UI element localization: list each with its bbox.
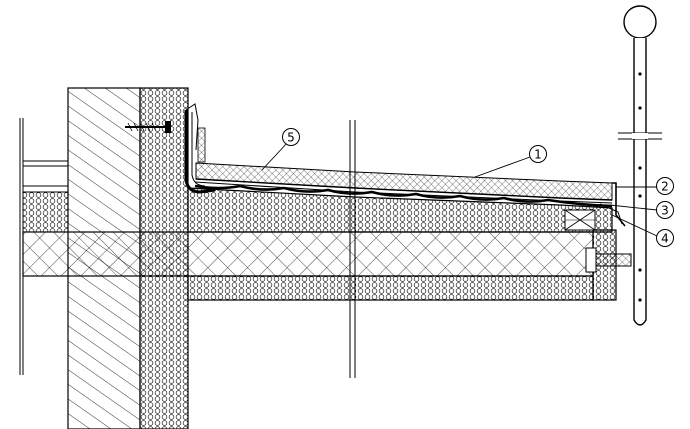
railing-post [618, 5, 662, 326]
svg-text:5: 5 [287, 131, 295, 145]
svg-text:4: 4 [661, 232, 669, 246]
callout-1: 1 [529, 145, 547, 163]
wall-upstand [184, 103, 216, 194]
callout-4: 4 [656, 229, 674, 247]
edge-flashing [599, 182, 626, 227]
callout-3: 3 [656, 201, 674, 219]
concrete-slab [22, 231, 594, 277]
under-slab-insulation [187, 275, 594, 301]
center-cut-line [349, 120, 356, 378]
left-insulation-strip [22, 191, 69, 233]
railing-bracket [585, 247, 632, 273]
waterproofing-layers [194, 181, 613, 208]
callout-5: 5 [282, 128, 300, 146]
anchor-screw [125, 121, 171, 133]
callout-leaders [261, 141, 658, 237]
svg-text:3: 3 [661, 204, 669, 218]
callout-2: 2 [656, 177, 674, 195]
svg-text:1: 1 [534, 148, 542, 162]
svg-text:2: 2 [661, 180, 669, 194]
sill-lines [23, 160, 68, 193]
